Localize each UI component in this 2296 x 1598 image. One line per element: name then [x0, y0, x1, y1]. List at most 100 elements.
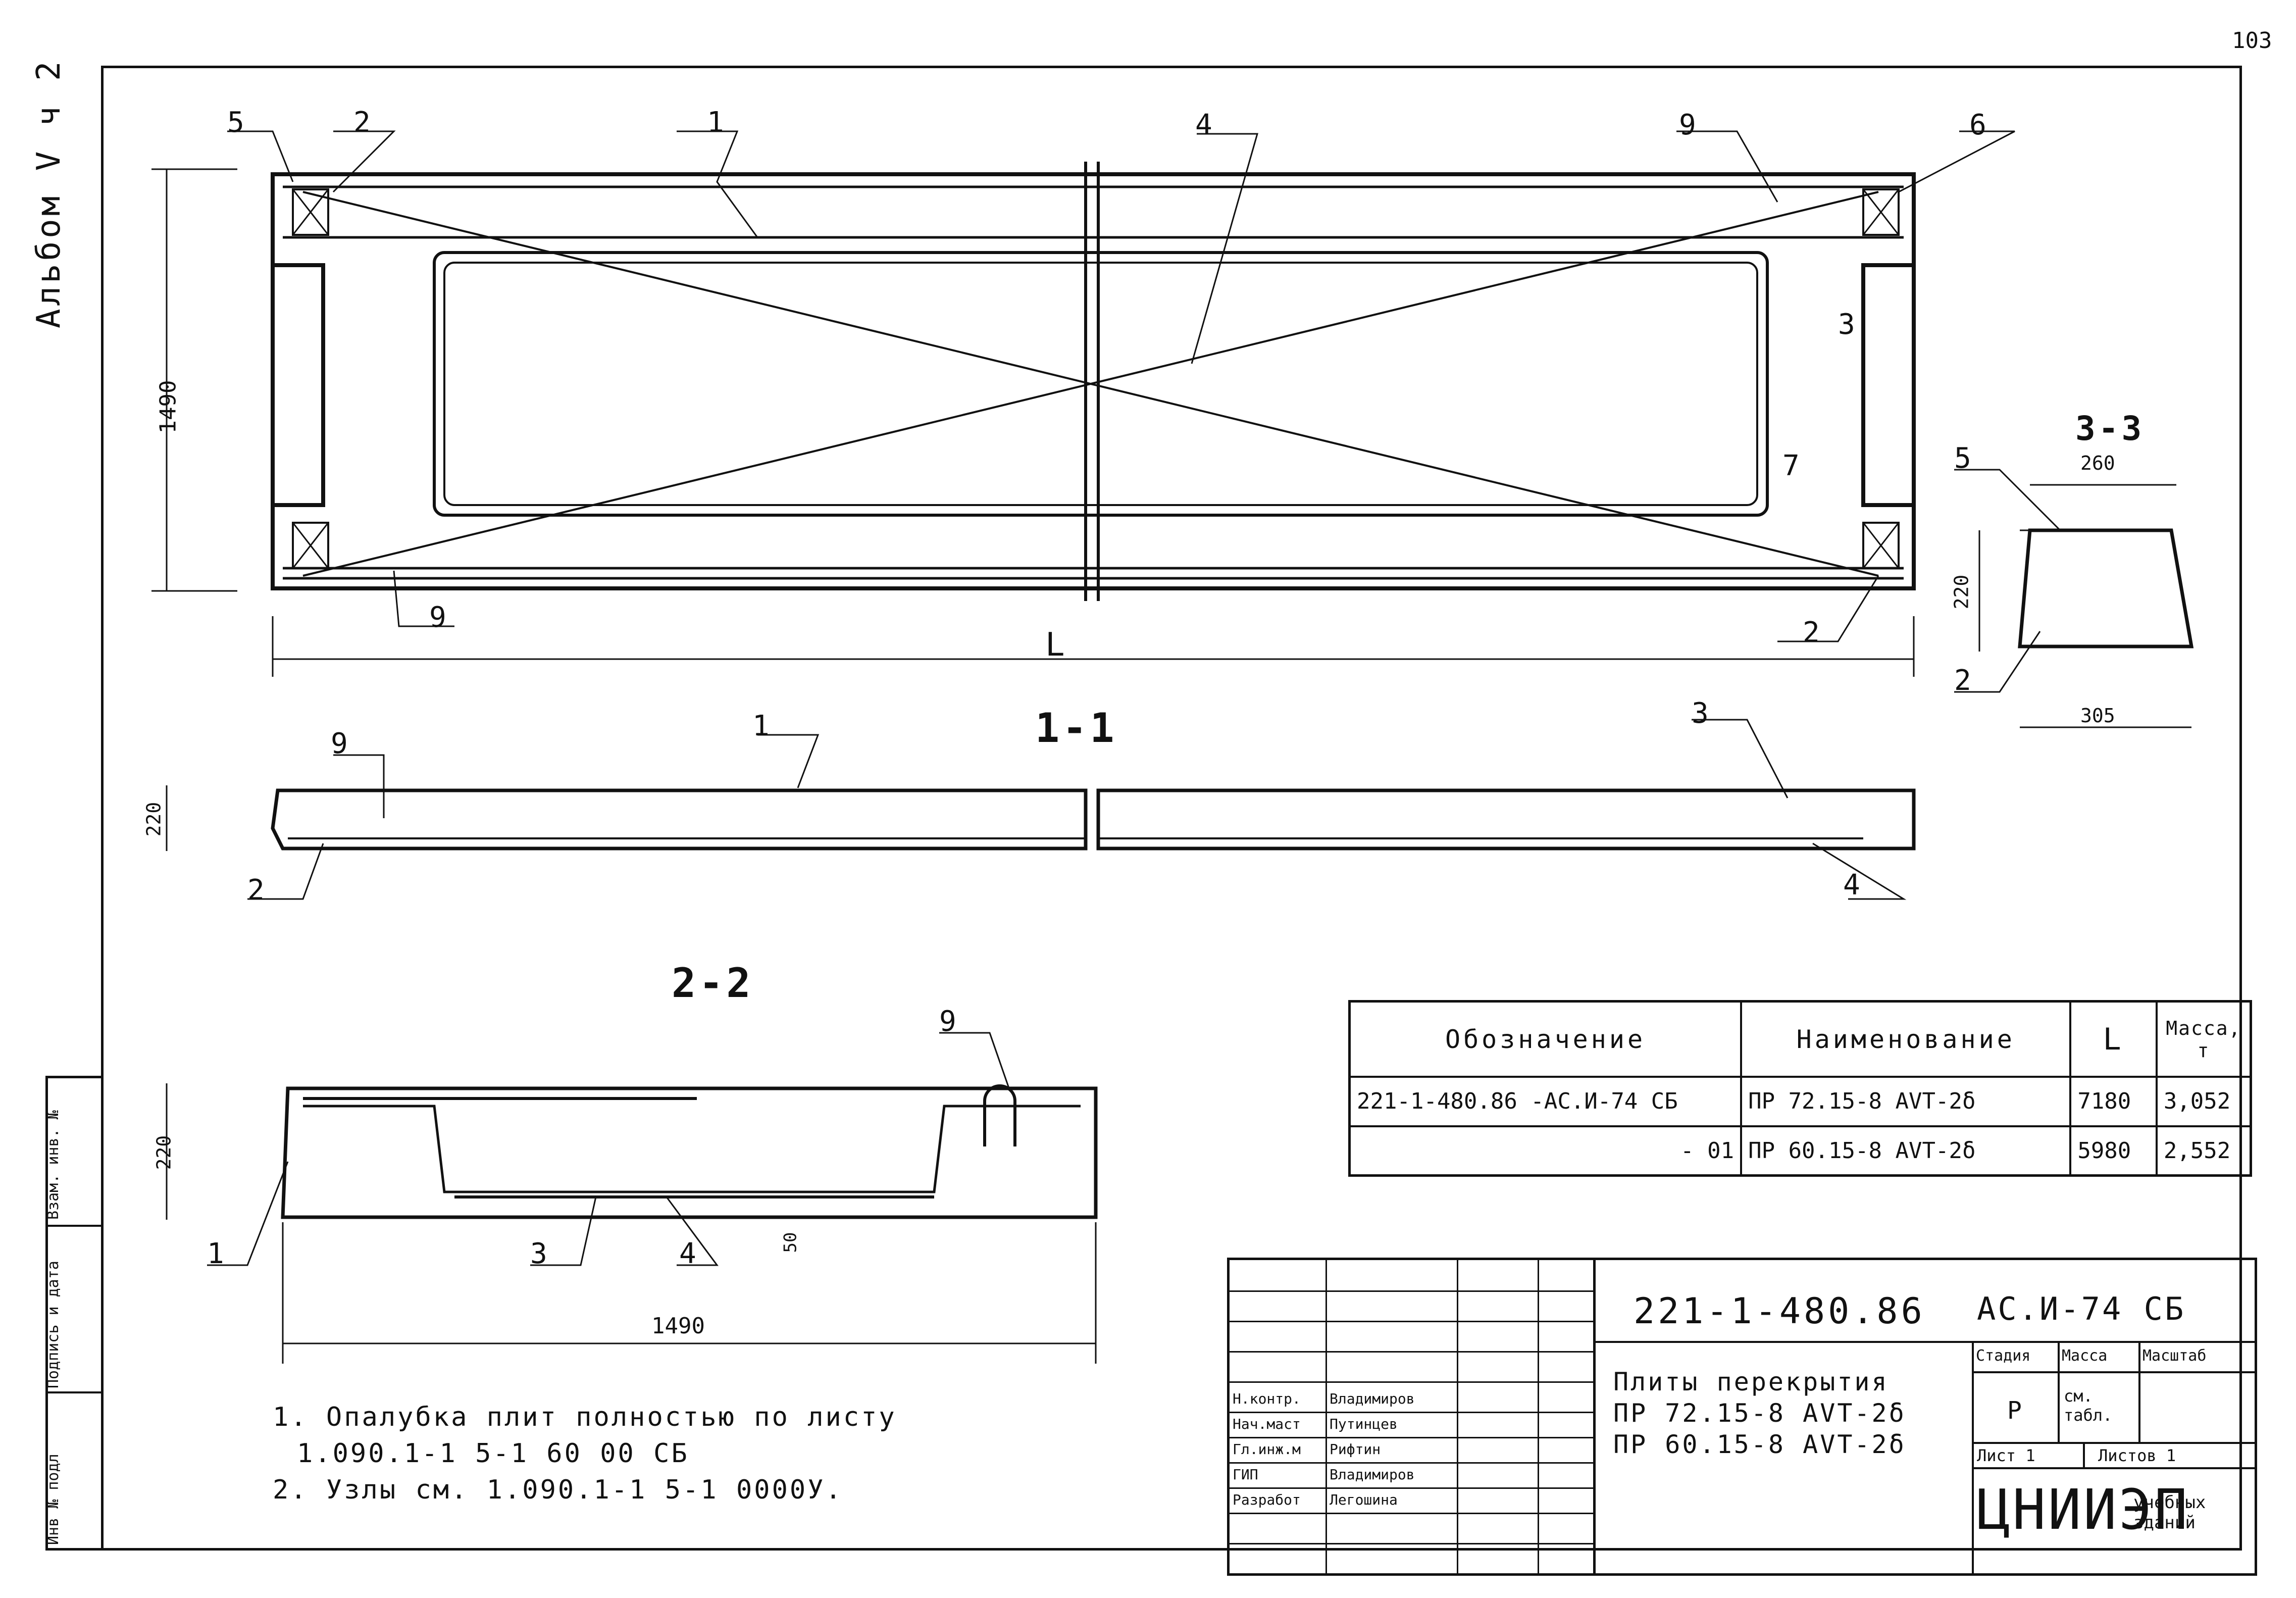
callout-9: 9 — [1679, 109, 1696, 141]
callout-7: 7 — [1782, 450, 1800, 482]
plan-left-rib — [271, 174, 325, 507]
role-label: Нач.маст — [1233, 1416, 1301, 1432]
cell-name: ПР 60.15-8 АVТ-2δ — [1740, 1125, 2072, 1177]
callout-1: 1 — [707, 106, 724, 139]
organization-subtitle: учебных зданий — [2133, 1492, 2206, 1533]
person-name: Путинцев — [1330, 1416, 1398, 1432]
drawing-name-line: ПР 72.15-8 АVТ-2δ — [1613, 1399, 1906, 1428]
diagonal-brace — [302, 191, 1879, 577]
plan-inner-panel — [433, 251, 1769, 517]
person-name: Легошина — [1330, 1491, 1398, 1508]
table-header-row: Обозначение Наименование L Масса, т — [1348, 1000, 2252, 1078]
section-3-3-title: 3-3 — [2075, 409, 2145, 448]
callout-3: 3 — [1692, 697, 1709, 730]
plan-length-dim: L — [1045, 626, 1065, 664]
section-1-1-height: 220 — [142, 802, 165, 837]
plan-right-rib — [1861, 174, 1916, 507]
plan-height-dim: 1490 — [155, 380, 181, 434]
sheet-number: 103 — [2232, 28, 2272, 54]
section-2-2-height: 220 — [152, 1135, 175, 1170]
stage-value: Р — [2007, 1396, 2022, 1425]
cell-length: 5980 — [2069, 1125, 2158, 1177]
section-2-2-cover: 50 — [780, 1232, 801, 1253]
role-label: Разработ — [1233, 1491, 1301, 1508]
sheet-label: Лист 1 — [1977, 1446, 2035, 1465]
person-name: Владимиров — [1330, 1390, 1415, 1407]
callout-2: 2 — [247, 874, 265, 907]
cell-designation: - 01 — [1348, 1125, 1743, 1177]
person-name: Владимиров — [1330, 1466, 1415, 1483]
sheet-frame — [101, 66, 2242, 1551]
section-2-2-title: 2-2 — [672, 960, 754, 1007]
note-line: 1.090.1-1 5-1 60 00 СБ — [297, 1438, 689, 1469]
header-mass: Масса, т — [2155, 1000, 2252, 1078]
cell-mass: 3,052 — [2155, 1076, 2252, 1127]
drawing-name-line: Плиты перекрытия — [1613, 1367, 1889, 1396]
section-2-2 — [166, 1032, 1098, 1364]
callout-4: 4 — [679, 1237, 696, 1270]
stamp-cell: Подпись и дата — [44, 1225, 104, 1393]
callout-5: 5 — [1954, 442, 1971, 475]
person-name: Рифтин — [1330, 1441, 1381, 1458]
callout-4: 4 — [1195, 109, 1212, 141]
corner-insert — [292, 522, 329, 569]
cell-mass: 2,552 — [2155, 1125, 2252, 1177]
document-code: 221-1-480.86 — [1634, 1290, 1925, 1332]
section-1-1-title: 1-1 — [1035, 705, 1117, 752]
role-label: Гл.инж.м — [1233, 1441, 1301, 1458]
cell-designation: 221-1-480.86 -АС.И-74 СБ — [1348, 1076, 1743, 1127]
cell-length: 7180 — [2069, 1076, 2158, 1127]
corner-insert — [1862, 188, 1900, 236]
corner-insert — [1862, 522, 1900, 569]
cell-name: ПР 72.15-8 АVТ-2δ — [1740, 1076, 2072, 1127]
plan-outline — [271, 172, 1916, 590]
section-3-3-bottom-width: 305 — [2080, 705, 2115, 727]
signature-grid: Н.контр. Нач.маст Гл.инж.м ГИП Разработ … — [1230, 1260, 1596, 1573]
header-name: Наименование — [1740, 1000, 2072, 1078]
specification-table: Обозначение Наименование L Масса, т 221-… — [1348, 1000, 2252, 1177]
section-3-3-top-width: 260 — [2080, 452, 2115, 474]
mass-value: см. табл. — [2064, 1386, 2113, 1425]
stamp-cell: Инв № подл — [44, 1391, 104, 1550]
stage-header: Стадия — [1976, 1347, 2031, 1365]
title-block: Н.контр. Нач.маст Гл.инж.м ГИП Разработ … — [1227, 1258, 2257, 1576]
section-mark-3: 3 — [1838, 308, 1855, 341]
plan-inner-panel-2 — [443, 262, 1758, 506]
document-mark: АС.И-74 СБ — [1977, 1290, 2186, 1327]
section-2-2-width: 1490 — [651, 1313, 705, 1339]
table-row: - 01 ПР 60.15-8 АVТ-2δ 5980 2,552 — [1348, 1125, 2252, 1177]
note-line: 1. Опалубка плит полностью по листу — [273, 1402, 897, 1432]
section-1-1 — [166, 719, 1916, 900]
role-label: ГИП — [1233, 1466, 1258, 1483]
callout-6: 6 — [1969, 109, 1986, 141]
header-designation: Обозначение — [1348, 1000, 1743, 1078]
callout-9: 9 — [939, 1005, 956, 1038]
drawing-name-line: ПР 60.15-8 АVТ-2δ — [1613, 1430, 1906, 1459]
drawing-notes: 1. Опалубка плит полностью по листу 1.09… — [273, 1399, 897, 1508]
callout-9: 9 — [331, 727, 348, 760]
scale-header: Масштаб — [2142, 1347, 2207, 1365]
callout-9-lower: 9 — [429, 601, 446, 634]
callout-3: 3 — [530, 1237, 547, 1270]
plan-view — [151, 130, 2015, 677]
callout-1: 1 — [207, 1237, 224, 1270]
callout-1: 1 — [752, 710, 770, 742]
section-3-3 — [1954, 469, 2194, 728]
corner-insert — [292, 188, 329, 236]
header-length: L — [2069, 1000, 2158, 1078]
sheets-label: Листов 1 — [2098, 1446, 2176, 1465]
role-label: Н.контр. — [1233, 1390, 1301, 1407]
callout-4: 4 — [1843, 869, 1860, 902]
table-row: 221-1-480.86 -АС.И-74 СБ ПР 72.15-8 АVТ-… — [1348, 1076, 2252, 1127]
organization-name: ЦНИИЭП — [1977, 1477, 2190, 1542]
callout-5: 5 — [227, 106, 244, 139]
callout-2: 2 — [353, 106, 371, 139]
side-stamp-strip: Инв № подл Подпись и дата Взам. инв. № — [44, 1076, 104, 1551]
callout-2: 2 — [1954, 664, 1971, 697]
drawing-name: Плиты перекрытия ПР 72.15-8 АVТ-2δ ПР 60… — [1613, 1366, 1906, 1460]
section-3-3-height: 220 — [1950, 574, 1973, 610]
callout-2-lower: 2 — [1803, 616, 1820, 649]
note-line: 2. Узлы см. 1.090.1-1 5-1 0000У. — [273, 1475, 843, 1505]
mass-header: Масса — [2062, 1347, 2108, 1365]
